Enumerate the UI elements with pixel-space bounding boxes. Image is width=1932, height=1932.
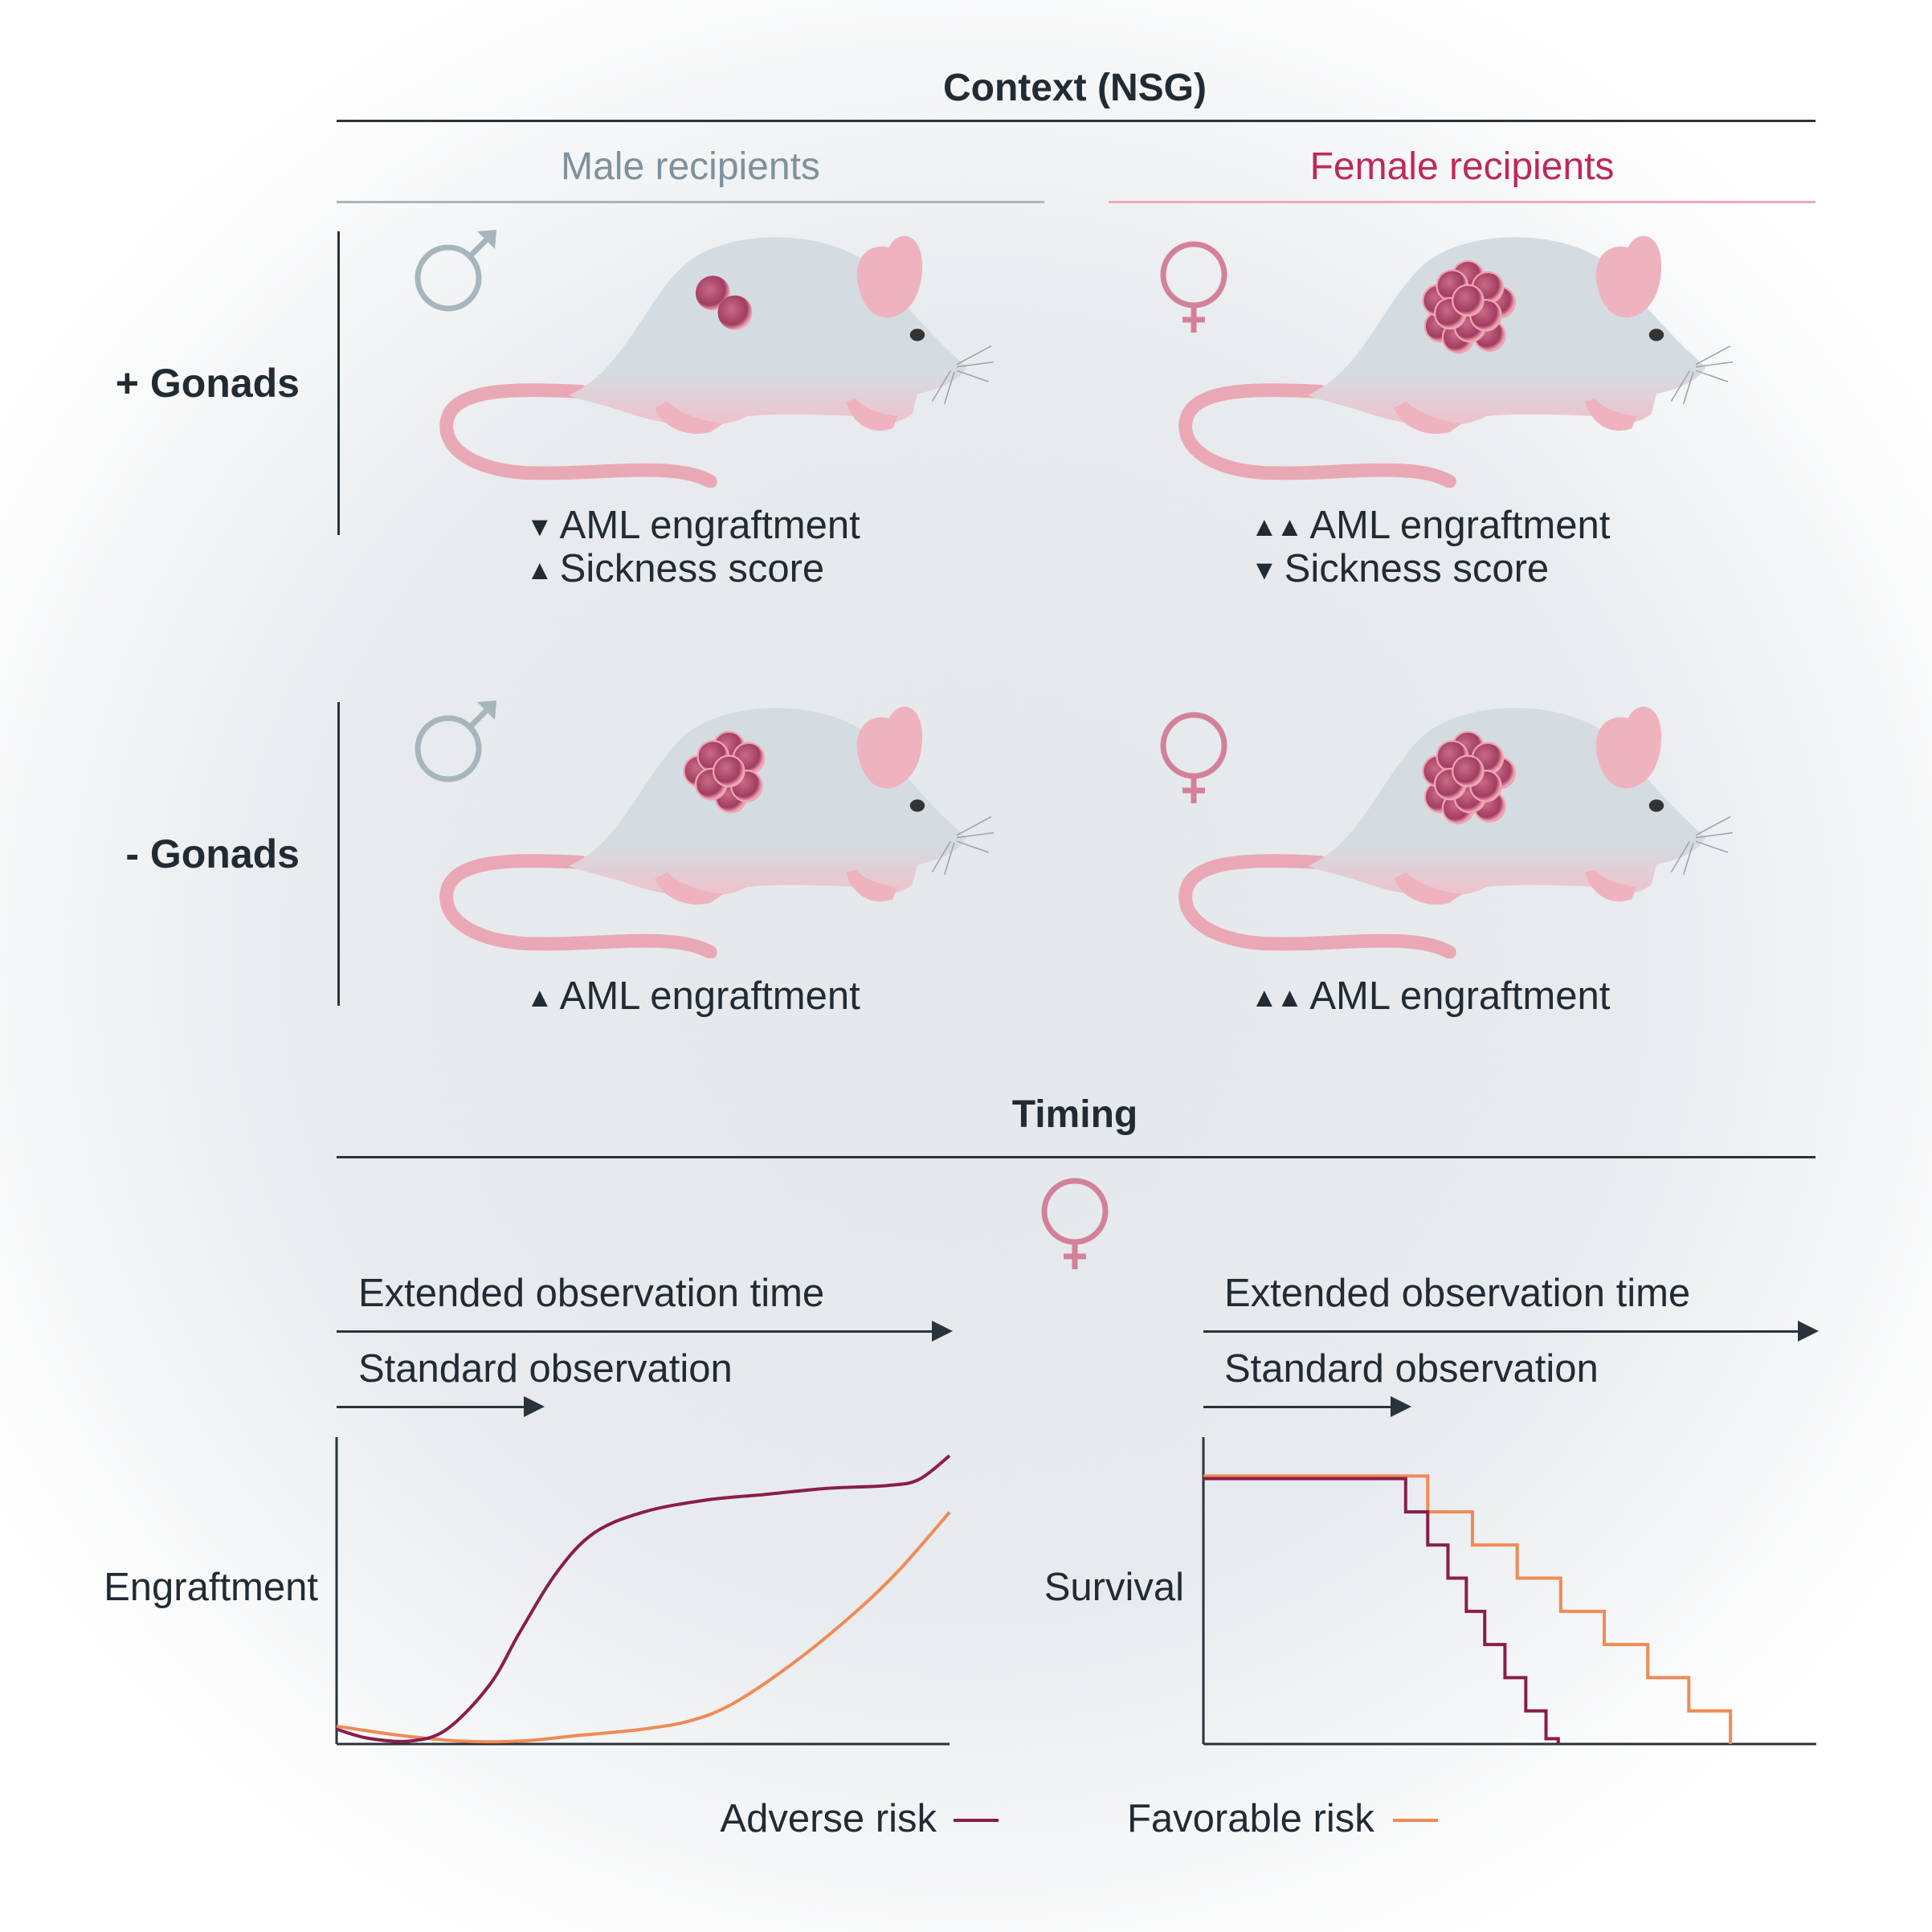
timing-divider <box>337 1156 1816 1158</box>
favorable-risk-curve <box>336 1511 951 1744</box>
survival-chart <box>1202 1437 1816 1746</box>
male-mouse-illustration <box>439 700 994 958</box>
female-symbol-icon <box>1160 712 1227 803</box>
effect-line: ▲AML engraftment <box>526 975 860 1019</box>
survival-axis-label: Survival <box>1044 1566 1184 1609</box>
extended-observation-label-right: Extended observation time <box>1224 1272 1691 1315</box>
male-effects: ▲AML engraftment <box>526 975 860 1019</box>
tumor-cell <box>717 295 753 330</box>
standard-observation-arrow-right <box>1203 1396 1411 1417</box>
female-symbol-icon <box>1041 1178 1109 1269</box>
effect-line: ▼Sickness score <box>1251 548 1610 591</box>
up-arrow-icon: ▲▲ <box>1251 982 1303 1013</box>
effect-text: AML engraftment <box>1309 504 1611 547</box>
male-symbol-icon <box>415 230 496 312</box>
male-header-divider <box>337 201 1044 203</box>
male-symbol-icon <box>415 701 496 782</box>
effect-text: Sickness score <box>559 547 825 590</box>
down-arrow-icon: ▼ <box>526 512 553 542</box>
up-arrow-icon: ▲ <box>526 555 553 586</box>
male-recipients-header: Male recipients <box>561 145 820 188</box>
effect-line: ▲Sickness score <box>526 548 860 591</box>
legend-adverse-swatch <box>954 1819 999 1822</box>
legend-favorable-swatch <box>1393 1819 1438 1822</box>
context-divider <box>337 120 1816 122</box>
effect-text: Sickness score <box>1284 547 1550 590</box>
extended-observation-label-left: Extended observation time <box>358 1272 825 1315</box>
row-label: - Gonads <box>125 831 300 876</box>
standard-observation-label-left: Standard observation <box>358 1347 733 1391</box>
adverse-risk-curve <box>1203 1477 1560 1744</box>
up-arrow-icon: ▲ <box>526 982 553 1013</box>
female-symbol-icon <box>1160 241 1227 333</box>
tumor-cell <box>695 276 730 311</box>
row-label: + Gonads <box>115 361 300 406</box>
favorable-risk-curve <box>1203 1474 1733 1744</box>
aml-tumor-cluster <box>695 276 753 330</box>
timing-title: Timing <box>1011 1093 1138 1136</box>
effect-line: ▲▲AML engraftment <box>1251 504 1610 548</box>
row-bracket <box>337 231 340 535</box>
female-recipients-header: Female recipients <box>1309 145 1615 188</box>
row-bracket <box>337 702 340 1006</box>
female-effects: ▲▲AML engraftment▼Sickness score <box>1251 504 1610 591</box>
context-title: Context (NSG) <box>943 67 1207 109</box>
engraftment-chart <box>335 1437 951 1746</box>
standard-observation-label-right: Standard observation <box>1224 1347 1599 1391</box>
legend-favorable-label: Favorable risk <box>1127 1797 1374 1840</box>
extended-observation-arrow-left <box>337 1321 953 1342</box>
female-mouse-illustration <box>1178 700 1733 958</box>
effect-text: AML engraftment <box>1309 974 1611 1018</box>
down-arrow-icon: ▼ <box>1251 555 1278 586</box>
engraftment-axis-label: Engraftment <box>104 1566 318 1609</box>
effect-text: AML engraftment <box>559 974 860 1018</box>
female-header-divider <box>1109 201 1816 203</box>
effect-text: AML engraftment <box>559 504 860 547</box>
legend-adverse-label: Adverse risk <box>720 1797 937 1840</box>
up-arrow-icon: ▲▲ <box>1251 512 1303 542</box>
effect-line: ▼AML engraftment <box>526 504 860 548</box>
effect-line: ▲▲AML engraftment <box>1251 975 1610 1019</box>
female-effects: ▲▲AML engraftment <box>1251 975 1610 1019</box>
standard-observation-arrow-left <box>337 1396 545 1417</box>
female-mouse-illustration <box>1178 229 1733 488</box>
extended-observation-arrow-right <box>1203 1321 1819 1342</box>
aml-tumor-cluster <box>1422 730 1516 825</box>
tumor-cell <box>1452 754 1485 788</box>
aml-tumor-cluster <box>683 730 766 814</box>
aml-tumor-cluster <box>1422 259 1516 354</box>
male-effects: ▼AML engraftment▲Sickness score <box>526 504 860 591</box>
tumor-cell <box>1452 284 1485 317</box>
tumor-cell <box>713 754 745 788</box>
male-mouse-illustration <box>439 229 994 488</box>
adverse-risk-curve <box>336 1454 951 1743</box>
